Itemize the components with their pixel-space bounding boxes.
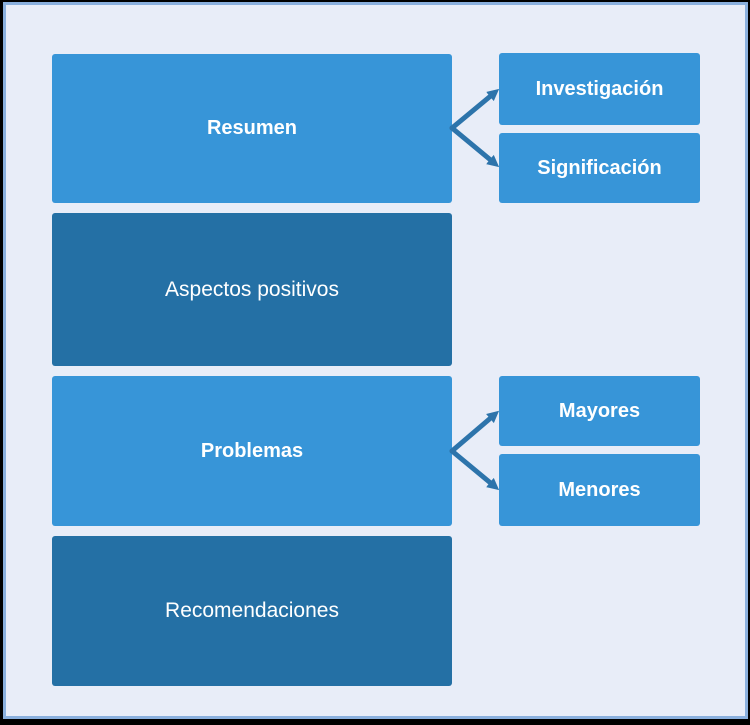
node-significacion: Significación	[499, 133, 700, 203]
node-significacion-label: Significación	[537, 156, 662, 179]
node-problemas-label: Problemas	[200, 439, 304, 462]
node-recomendaciones: Recomendaciones	[52, 536, 452, 686]
node-problemas: Problemas	[52, 376, 452, 526]
node-mayores: Mayores	[499, 376, 700, 446]
node-aspectos-positivos: Aspectos positivos	[52, 213, 452, 366]
node-menores-label: Menores	[558, 478, 641, 501]
node-investigacion-label: Investigación	[535, 77, 664, 100]
node-resumen-label: Resumen	[206, 117, 298, 139]
node-mayores-label: Mayores	[558, 399, 641, 422]
node-aspectos-positivos-label: Aspectos positivos	[165, 277, 339, 301]
node-menores: Menores	[499, 454, 700, 526]
node-resumen: Resumen	[52, 54, 452, 203]
node-recomendaciones-label: Recomendaciones	[165, 599, 339, 622]
node-investigacion: Investigación	[499, 53, 700, 125]
